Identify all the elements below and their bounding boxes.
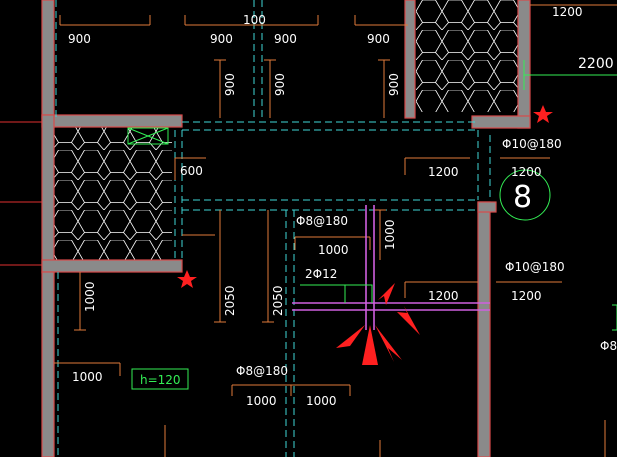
wall-left-block-left bbox=[41, 114, 55, 274]
dim-line-top-1 bbox=[59, 15, 151, 26]
dim-text-1000-v-right: 1000 bbox=[383, 219, 397, 250]
axis-bubble-label: 8 bbox=[513, 180, 532, 215]
thickness-box bbox=[131, 368, 189, 390]
dim-text-1200-b: 1200 bbox=[511, 165, 542, 179]
rebar-label-right: Φ10@180 bbox=[505, 260, 565, 274]
star-marker-top bbox=[533, 105, 553, 123]
rebar-label-2phi12: 2Φ12 bbox=[305, 267, 337, 281]
dim-vert-900-a bbox=[214, 59, 226, 118]
thickness-label: h=120 bbox=[140, 373, 181, 387]
dim-vert-2050-a bbox=[214, 210, 226, 323]
dim-text-1200-c: 1200 bbox=[428, 289, 459, 303]
dim-vert-900-b bbox=[264, 59, 276, 118]
hatch-area-left bbox=[54, 127, 172, 260]
dim-text-900-v-b: 900 bbox=[273, 73, 287, 96]
dim-text-1000-b3: 1000 bbox=[306, 394, 337, 408]
dim-text-900-top-a: 900 bbox=[68, 32, 91, 46]
dim-text-100-top: 100 bbox=[243, 13, 266, 27]
dim-text-1000-v-left: 1000 bbox=[83, 281, 97, 312]
dim-line-top-2 bbox=[184, 15, 319, 26]
axis-bubble bbox=[499, 169, 551, 221]
hatch-area-topright bbox=[416, 0, 518, 112]
dim-text-900-top-c: 900 bbox=[274, 32, 297, 46]
dim-text-1000-b2: 1000 bbox=[246, 394, 277, 408]
right-edge-marker bbox=[612, 304, 617, 331]
arrow-marker-5 bbox=[362, 325, 378, 365]
dim-text-1000-mid: 1000 bbox=[318, 243, 349, 257]
star-marker-left bbox=[177, 270, 197, 288]
wall-left-lower bbox=[41, 271, 55, 457]
wall-left-upper bbox=[41, 0, 55, 119]
rebar-label-edge: Φ8 bbox=[600, 339, 617, 353]
dim-vert-900-c bbox=[378, 59, 390, 118]
dim-text-900-v-a: 900 bbox=[223, 73, 237, 96]
arrow-marker-2 bbox=[397, 306, 420, 335]
wall-right-lower-cap bbox=[477, 201, 497, 213]
arrow-marker-4 bbox=[375, 325, 402, 362]
dim-line-1200-a bbox=[404, 157, 470, 175]
wall-right-ledge bbox=[471, 115, 531, 129]
axis-leader-line bbox=[523, 60, 617, 90]
rebar-label-bottom: Φ8@180 bbox=[236, 364, 288, 378]
dim-text-1200-a: 1200 bbox=[428, 165, 459, 179]
wall-topright-inner bbox=[404, 0, 416, 119]
dim-line-top-3 bbox=[354, 15, 408, 26]
dim-text-1200-d: 1200 bbox=[511, 289, 542, 303]
dim-line-bottom-left bbox=[54, 362, 121, 376]
dim-line-1000-mid bbox=[294, 236, 371, 250]
dim-vert-1000-left bbox=[74, 272, 86, 331]
dim-text-600: 600 bbox=[180, 164, 203, 178]
dim-text-1200-top: 1200 bbox=[552, 5, 583, 19]
wall-left-block-top bbox=[41, 114, 183, 128]
dim-text-2050-b: 2050 bbox=[271, 285, 285, 316]
opening-symbol-cross bbox=[127, 127, 169, 145]
dim-line-600 bbox=[174, 157, 206, 180]
rebar-leader-2phi12 bbox=[300, 284, 373, 303]
arrow-marker-3 bbox=[336, 325, 365, 360]
rebar-label-mid: Φ8@180 bbox=[296, 214, 348, 228]
rebar-label-top-right: Φ10@180 bbox=[502, 137, 562, 151]
opening-symbol bbox=[127, 127, 169, 145]
dim-line-1200-c bbox=[404, 281, 478, 298]
dim-text-2200: 2200 bbox=[578, 56, 614, 72]
dim-text-900-top-d: 900 bbox=[367, 32, 390, 46]
dim-text-1000-bl: 1000 bbox=[72, 370, 103, 384]
dim-vert-2050-b bbox=[262, 210, 274, 323]
dim-text-2050-a: 2050 bbox=[223, 285, 237, 316]
wall-left-block-bottom bbox=[41, 259, 183, 273]
dim-text-900-v-c: 900 bbox=[387, 73, 401, 96]
dim-text-900-top-b: 900 bbox=[210, 32, 233, 46]
arrow-marker-1 bbox=[378, 283, 395, 305]
wall-right-lower bbox=[477, 201, 491, 457]
dim-vert-1000-right bbox=[374, 209, 386, 260]
dim-line-bottom-mid bbox=[231, 384, 351, 396]
